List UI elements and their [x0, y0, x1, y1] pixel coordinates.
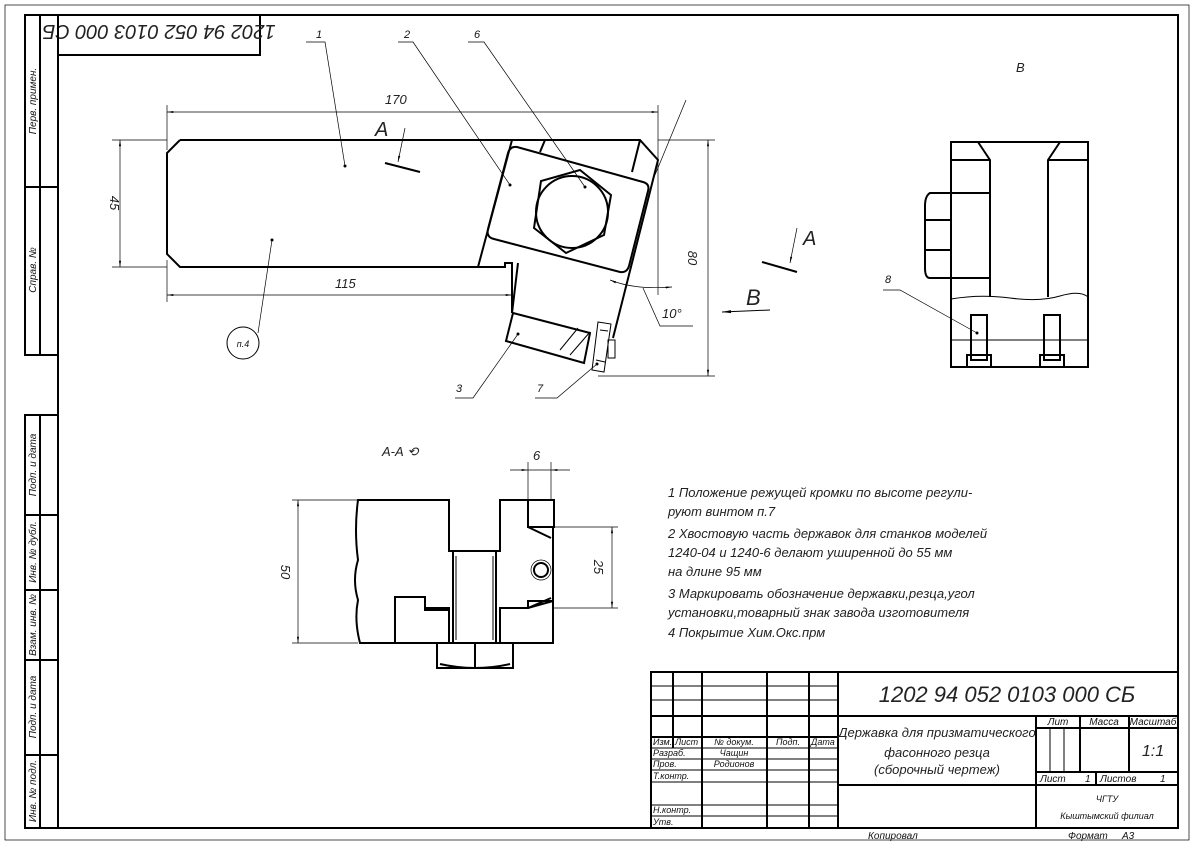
header-izm: Изм. [653, 737, 672, 747]
position-2: 2 [403, 29, 410, 41]
margin-label: Инв. № подл. [28, 760, 39, 822]
section-a-a: А-А ⟲ 50 25 6 [278, 444, 618, 669]
note-line: 1 Положение режущей кромки по высоте рег… [668, 485, 973, 500]
position-8: 8 [885, 274, 892, 286]
top-stamp: 1202 94 052 0103 000 СБ [42, 14, 276, 56]
role-label: Т.контр. [653, 771, 689, 781]
note-line: 1240-04 и 1240-6 делают уширенной до 55 … [668, 545, 952, 560]
position-7: 7 [537, 383, 544, 395]
note-line: 2 Хвостовую часть державок для станков м… [667, 526, 987, 541]
view-mark-b: В [746, 285, 761, 310]
title-block: 1202 94 052 0103 000 СБ Державка для при… [650, 671, 1179, 842]
margin-label: Инв. № дубл. [27, 521, 39, 583]
designation: 1202 94 052 0103 000 СБ [879, 682, 1136, 707]
holder-body [166, 139, 660, 339]
view-b-title: В [1016, 60, 1025, 75]
role-name: Чащин [720, 748, 749, 758]
support-block [504, 311, 592, 365]
nut-washer [535, 175, 609, 249]
role-label: Н.контр. [653, 805, 691, 815]
dim-50-label: 50 [278, 565, 293, 580]
position-6: 6 [474, 29, 481, 41]
format-label: Формат [1068, 831, 1108, 842]
main-view: п.4 1 2 6 3 7 170 115 45 80 10° А А В [107, 29, 816, 399]
title-name-line: (сборочный чертеж) [874, 762, 1000, 777]
section-title: А-А ⟲ [381, 444, 419, 459]
body-section [354, 499, 554, 644]
nut-section [436, 642, 514, 669]
note-line: на длине 95 мм [668, 564, 762, 579]
sheet-label: Лист [1039, 774, 1066, 785]
note-line: 4 Покрытие Хим.Окс.прм [668, 625, 825, 640]
margin-label: Справ. № [28, 247, 39, 293]
note-line: руют винтом п.7 [667, 504, 776, 519]
org-line-2: Кыштымский филиал [1060, 811, 1153, 821]
dim-80-label: 80 [685, 251, 700, 266]
org-line-1: ЧГТУ [1096, 794, 1119, 804]
role-name: Родионов [714, 759, 755, 769]
header-sign: Подп. [776, 737, 800, 747]
role-label: Утв. [652, 817, 673, 827]
view-b: В 8 [883, 60, 1089, 368]
sheet-edge [4, 4, 1190, 841]
left-margin-strip: Перв. примен. Справ. № Подп. и дата Инв.… [24, 14, 59, 829]
header-date: Дата [810, 737, 835, 747]
nut-hexagon [532, 168, 613, 255]
stamp-designation: 1202 94 052 0103 000 СБ [42, 20, 275, 42]
position-1: 1 [316, 29, 322, 41]
section-mark-a-2: А [802, 228, 816, 250]
section-line-a [384, 162, 421, 173]
note-line: установки,товарный знак завода изготовит… [667, 605, 969, 620]
note-line: 3 Маркировать обозначение державки,резца… [668, 586, 975, 601]
margin-label: Взам. инв. № [28, 594, 39, 656]
adjust-screw [591, 321, 612, 373]
format-value: А3 [1121, 831, 1135, 842]
angle-10-label: 10° [662, 306, 682, 321]
copied-label: Копировал [868, 831, 918, 842]
sheets-value: 1 [1160, 774, 1166, 785]
sheets-label: Листов [1099, 774, 1136, 785]
note-ref-label: п.4 [237, 339, 249, 349]
dim-170-label: 170 [385, 92, 407, 107]
title-name-line: Державка для призматического [836, 725, 1035, 740]
view-b-nut [924, 192, 951, 279]
margin-label: Подп. и дата [28, 675, 39, 738]
role-label: Пров. [653, 759, 677, 769]
technical-notes: 1 Положение режущей кромки по высоте рег… [667, 485, 987, 640]
scale-label: Масштаб [1130, 716, 1177, 728]
clamp-plate [486, 145, 650, 274]
note-ref-circle [226, 326, 260, 360]
header-list: Лист [674, 737, 699, 747]
mass-label: Масса [1089, 717, 1119, 728]
role-label: Разраб. [653, 748, 686, 758]
margin-label: Перв. примен. [28, 68, 39, 134]
dim-45-label: 45 [107, 196, 122, 211]
title-name-line: фасонного резца [884, 745, 990, 760]
margin-label: Подп. и дата [28, 433, 39, 496]
sheet-value: 1 [1085, 774, 1091, 785]
dim-115-label: 115 [335, 276, 356, 291]
view-arrow-b [721, 309, 771, 314]
dim-6-label: 6 [533, 448, 541, 463]
lit-label: Лит [1047, 717, 1069, 728]
position-3: 3 [456, 383, 463, 395]
header-doc: № докум. [714, 737, 754, 747]
section-mark-a: А [374, 119, 388, 141]
scale-value: 1:1 [1142, 743, 1164, 760]
screw-section [452, 550, 497, 644]
dim-25-label: 25 [591, 559, 606, 575]
